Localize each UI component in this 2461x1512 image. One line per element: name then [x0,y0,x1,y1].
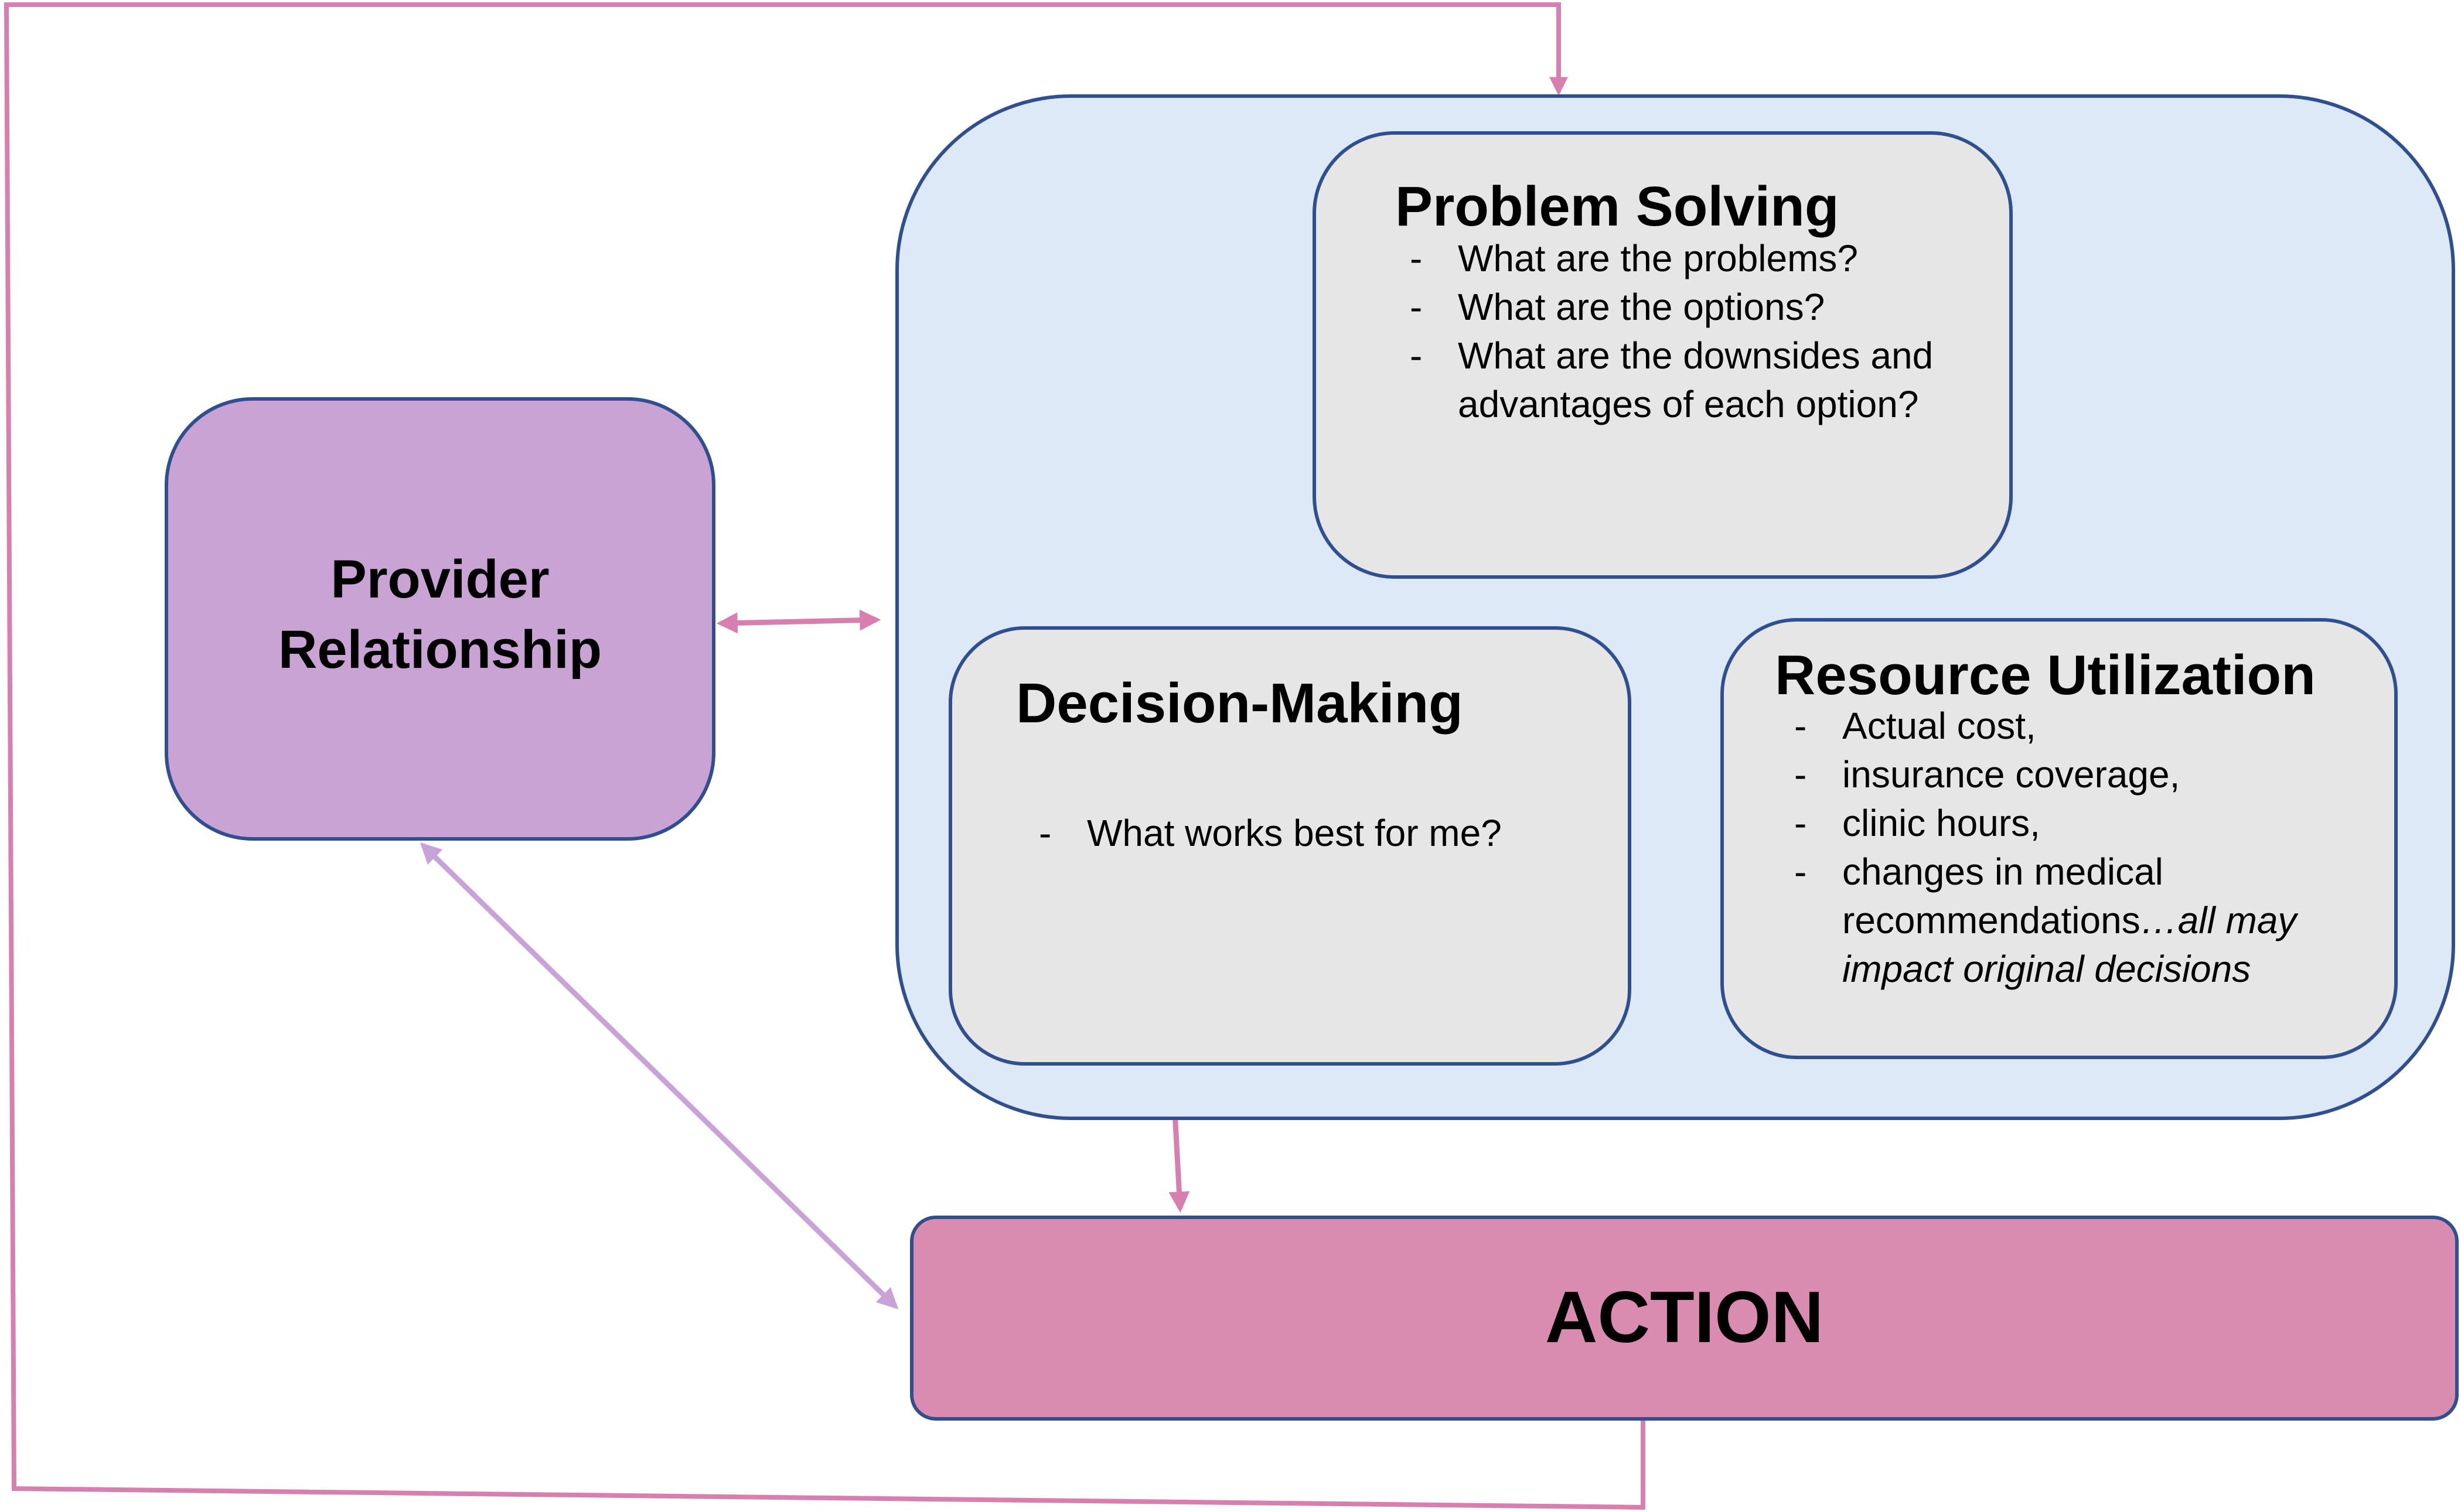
provider-relationship-title: Provider Relationship [168,544,712,685]
list-item: changes in medical recommendations…all m… [1794,848,2380,994]
list-item: insurance coverage, [1794,750,2380,799]
provider-title-line-2: Relationship [278,620,602,680]
action-title: ACTION [1545,1277,1824,1358]
list-item: Actual cost, [1794,702,2380,750]
problem-solving-list: What are the problems? What are the opti… [1410,234,1937,429]
provider-title-line-1: Provider [330,549,550,609]
decision-making-box: Decision-Making What works best for me? [949,626,1631,1066]
resource-utilization-box: Resource Utilization Actual cost, insura… [1720,618,2398,1059]
list-item: What are the downsides and advantages of… [1410,332,1937,429]
list-item-text: changes in medical recommendations [1842,851,2163,941]
list-item: clinic hours, [1794,799,2380,848]
list-item: What are the problems? [1410,234,1937,283]
decision-making-title: Decision-Making [1016,672,1463,735]
decision-making-list: What works best for me? [1039,809,1519,858]
list-item: What works best for me? [1039,809,1519,858]
provider-action-arrow [420,842,899,1310]
resource-utilization-title: Resource Utilization [1775,644,2316,706]
list-item-italic-text: …all may impact original decisions [1842,899,2297,990]
resource-utilization-list: Actual cost, insurance coverage, clinic … [1794,702,2380,994]
provider-outer-arrow [716,609,881,634]
list-item: What are the options? [1410,283,1937,332]
problem-solving-box: Problem Solving What are the problems? W… [1313,131,2013,579]
feedback-loop-arrow [4,2,1645,1510]
provider-relationship-box: Provider Relationship [165,397,715,841]
problem-solving-title: Problem Solving [1395,175,1839,238]
action-box: ACTION [910,1216,2459,1421]
